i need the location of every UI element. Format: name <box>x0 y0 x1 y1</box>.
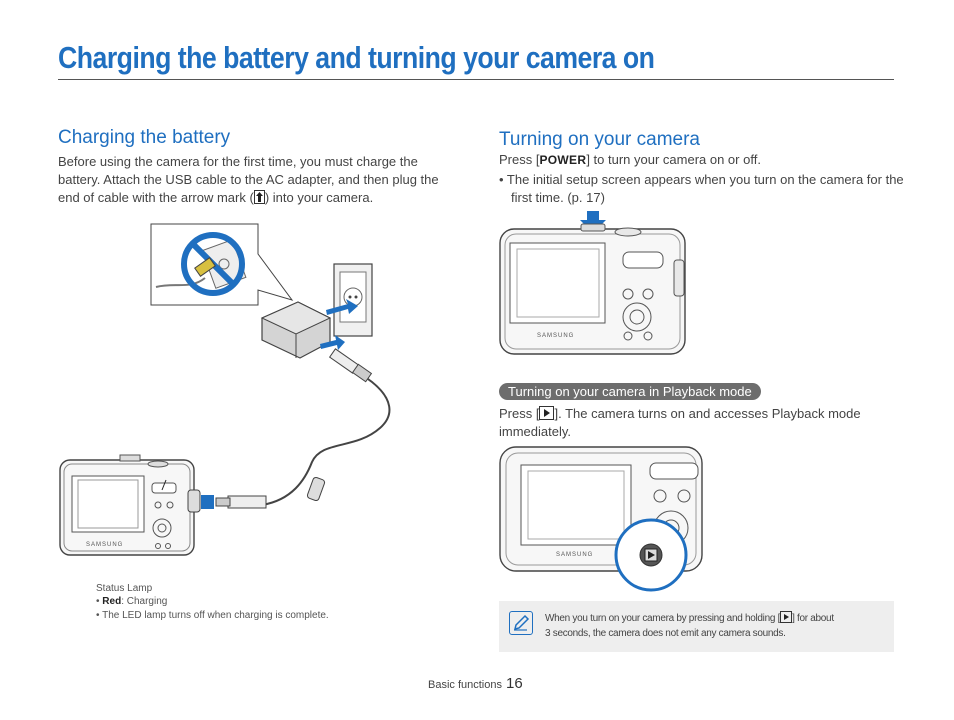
note-text: When you turn on your camera by pressing… <box>545 611 834 641</box>
status-red-line: • Red: Charging <box>96 596 168 607</box>
charging-paragraph: Before using the camera for the first ti… <box>58 153 443 207</box>
plug-arrow <box>326 299 358 315</box>
press-suffix: ] to turn your camera on or off. <box>586 152 761 167</box>
playback-mode-label: Turning on your camera in Playback mode <box>499 383 761 400</box>
turning-on-heading: Turning on your camera <box>499 129 701 150</box>
wrong-plug-callout <box>150 223 294 306</box>
charging-heading: Charging the battery <box>58 127 231 148</box>
status-lamp-title: Status Lamp <box>96 583 153 594</box>
playback-button-highlight <box>614 518 688 592</box>
playback-paragraph: Press []. The camera turns on and access… <box>499 405 894 441</box>
wall-outlet <box>333 263 373 337</box>
press-prefix: Press [ <box>499 152 540 167</box>
note-line1-prefix: When you turn on your camera by pressing… <box>545 613 781 624</box>
title-divider <box>58 79 894 80</box>
note-line2: 3 seconds, the camera does not emit any … <box>545 628 786 639</box>
playback-prefix: Press [ <box>499 406 540 421</box>
camera-brand-playback: SAMSUNG <box>556 552 594 558</box>
page-title: Charging the battery and turning your ca… <box>58 40 655 75</box>
camera-charging <box>59 454 201 556</box>
note-pencil-icon <box>509 611 533 635</box>
page-number: 16 <box>505 675 523 692</box>
power-button-label: POWER <box>539 153 587 167</box>
status-led-line: • The LED lamp turns off when charging i… <box>96 610 329 621</box>
play-icon-note <box>780 611 793 623</box>
arrow-up-icon <box>253 190 265 204</box>
playback-suffix: ]. The camera turns on and accesses Play… <box>499 406 861 439</box>
note-box: When you turn on your camera by pressing… <box>499 601 894 652</box>
note-line1-suffix: ] for about <box>792 613 834 624</box>
ac-adapter <box>260 301 332 359</box>
press-power-line: Press [POWER] to turn your camera on or … <box>499 151 894 169</box>
footer-section: Basic functions <box>428 679 502 691</box>
camera-brand-small: SAMSUNG <box>86 542 124 548</box>
down-arrow-icon <box>580 211 606 233</box>
status-red-text: : Charging <box>121 596 168 607</box>
setup-bullet: • The initial setup screen appears when … <box>499 172 904 205</box>
usb-arrow <box>320 335 345 350</box>
status-red-label: Red <box>102 596 122 607</box>
charging-paragraph-part2: ) into your camera. <box>264 190 374 205</box>
camera-top-view <box>499 223 686 355</box>
charging-paragraph-part1: Before using the camera for the first ti… <box>58 154 439 205</box>
play-icon <box>539 406 555 420</box>
camera-brand-top: SAMSUNG <box>537 333 575 339</box>
